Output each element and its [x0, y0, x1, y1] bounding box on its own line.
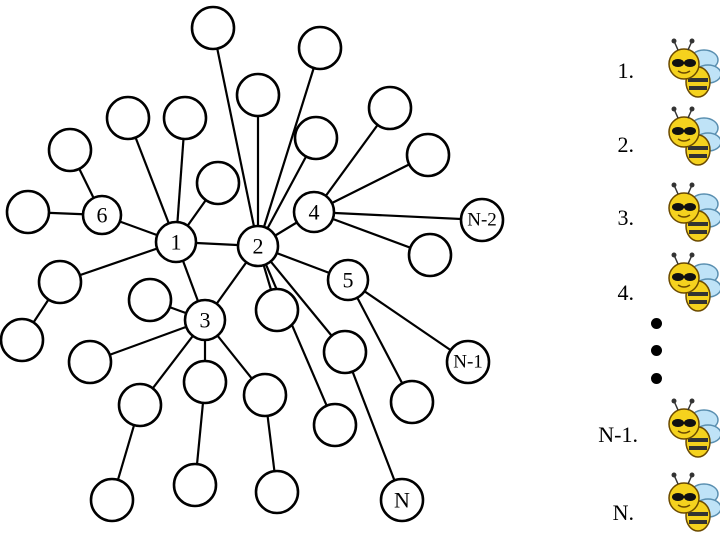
leaf-node: [312, 402, 358, 448]
leaf-node: [0, 317, 45, 363]
edge: [256, 245, 337, 426]
leaf-node: [254, 469, 300, 515]
node-6: 6: [81, 194, 123, 236]
bee-icon: [668, 106, 720, 166]
node-3: 3: [183, 298, 227, 342]
leaf-node: [254, 287, 300, 333]
leaf-node: [5, 189, 51, 235]
node-n-minus-2: N-2: [459, 197, 505, 243]
ellipsis-dots: [651, 318, 663, 388]
node-5: 5: [326, 258, 370, 302]
edge: [256, 47, 322, 247]
leaf-node: [67, 339, 113, 385]
legend-label-n-minus-1: N-1.: [598, 422, 638, 447]
edge: [343, 351, 404, 501]
node-n: N: [379, 477, 425, 523]
node-label: 2: [253, 234, 264, 259]
node-1: 1: [154, 220, 198, 264]
leaf-node: [89, 477, 135, 523]
node-label: 3: [200, 308, 211, 333]
leaf-node: [242, 372, 288, 418]
network-graph: 1 2 3 4 5 6 N-2 N-1: [0, 5, 505, 523]
graph-leaf-nodes: [0, 5, 453, 523]
edge: [211, 27, 260, 247]
legend-label-3: 3.: [617, 205, 635, 230]
leaf-node: [190, 5, 236, 51]
bee-icon: [668, 182, 720, 242]
node-n-minus-1: N-1: [445, 339, 491, 385]
leaf-node: [195, 160, 241, 206]
leaf-node: [127, 277, 173, 323]
legend-label-1: 1.: [617, 58, 635, 83]
leaf-node: [117, 382, 163, 428]
node-label: N: [394, 488, 410, 513]
leaf-node: [37, 259, 83, 305]
legend-label-4: 4.: [617, 280, 635, 305]
leaf-node: [235, 72, 281, 118]
node-label: 1: [171, 230, 182, 255]
leaf-node: [182, 359, 228, 405]
node-4: 4: [292, 190, 336, 234]
edge: [313, 210, 483, 222]
leaf-node: [367, 85, 413, 131]
leaf-node: [105, 95, 151, 141]
bee-icon: [668, 252, 720, 312]
leaf-node: [322, 329, 368, 375]
leaf-node: [297, 25, 343, 71]
leaf-node: [47, 127, 93, 173]
edge: [347, 279, 469, 363]
leaf-node: [389, 379, 435, 425]
node-2: 2: [236, 224, 280, 268]
graph-labeled-nodes: 1 2 3 4 5 6 N-2 N-1: [81, 190, 505, 523]
bee-icon: [668, 38, 720, 98]
leaf-node: [293, 115, 339, 161]
node-label: N-2: [467, 210, 497, 231]
leaf-node: [172, 462, 218, 508]
legend-label-2: 2.: [617, 132, 635, 157]
node-label: 5: [343, 268, 354, 293]
bee-icon: [668, 398, 720, 458]
edge: [347, 279, 413, 403]
node-label: 4: [309, 200, 320, 225]
bee-icon: [668, 472, 720, 532]
edge: [257, 245, 346, 353]
node-label: 6: [97, 203, 108, 228]
legend-label-n: N.: [612, 500, 634, 525]
leaf-node: [407, 232, 453, 278]
leaf-node: [405, 132, 451, 178]
leaf-node: [162, 95, 208, 141]
node-label: N-1: [453, 352, 483, 373]
